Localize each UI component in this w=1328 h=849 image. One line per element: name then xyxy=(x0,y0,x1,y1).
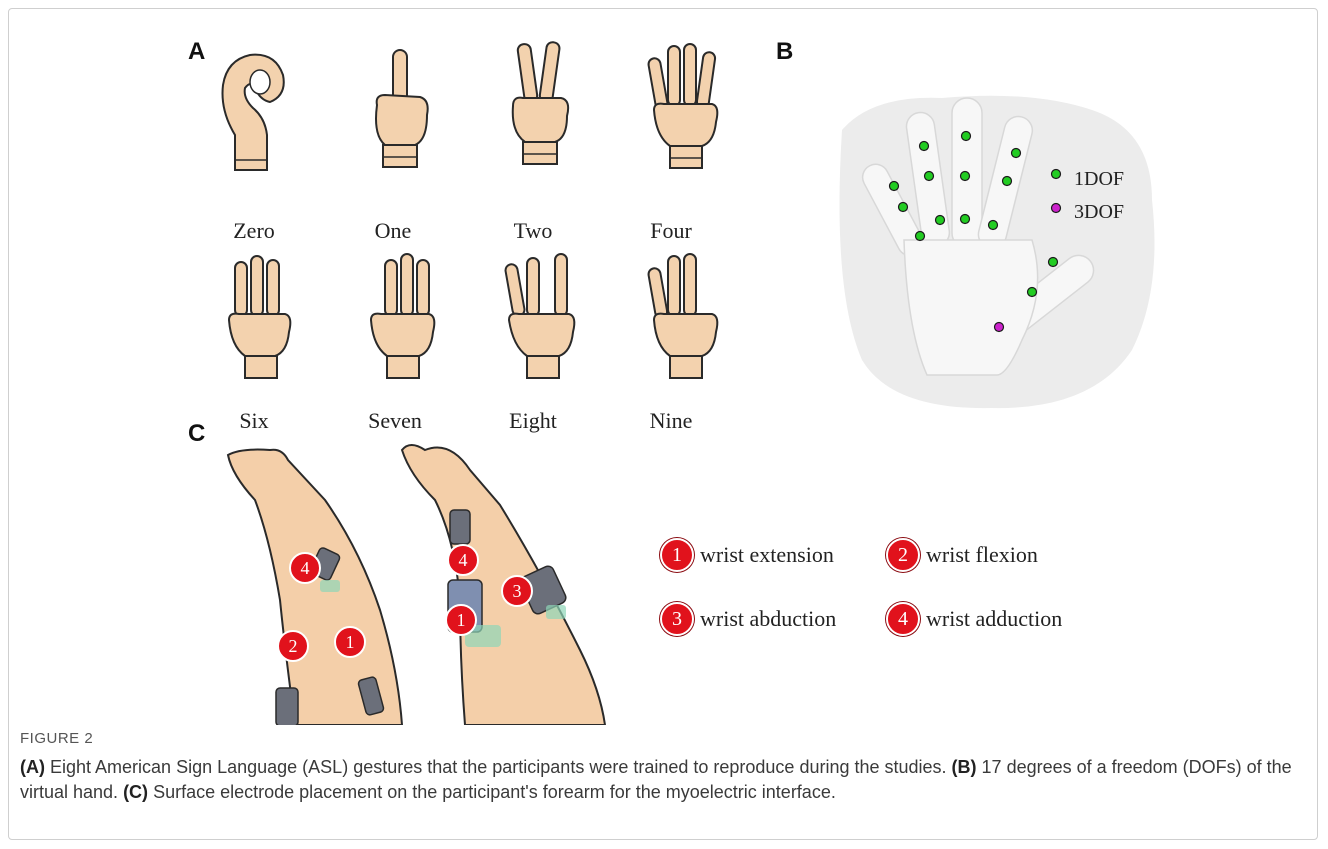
virtual-hand-model xyxy=(832,90,1162,410)
panel-letter-c: C xyxy=(188,420,205,448)
panel-letter-a: A xyxy=(188,38,205,66)
electrode-legend-2: 2 wrist flexion xyxy=(886,538,1038,572)
caption-ref-a: (A) xyxy=(20,757,45,777)
caption-text: (A) Eight American Sign Language (ASL) g… xyxy=(20,755,1310,805)
hand-eight-illustration xyxy=(495,250,585,385)
figure-image: A Zero One Two Four xyxy=(0,0,1328,710)
electrode-label-4: wrist adduction xyxy=(926,606,1062,632)
hand-zero-illustration xyxy=(205,40,295,175)
electrode-label-3: wrist abduction xyxy=(700,606,836,632)
caption-ref-c: (C) xyxy=(123,782,148,802)
svg-text:1: 1 xyxy=(457,610,466,630)
electrode-badge-1: 1 xyxy=(660,538,694,572)
electrode-badge-3: 3 xyxy=(660,602,694,636)
svg-text:4: 4 xyxy=(459,550,468,570)
svg-text:3: 3 xyxy=(513,581,522,601)
caption-ref-b: (B) xyxy=(952,757,977,777)
figure-caption: FIGURE 2 (A) Eight American Sign Languag… xyxy=(20,730,1310,805)
caption-part-a: Eight American Sign Language (ASL) gestu… xyxy=(45,757,952,777)
electrode-label-1: wrist extension xyxy=(700,542,834,568)
svg-text:2: 2 xyxy=(289,636,298,656)
gesture-label-four: Four xyxy=(611,218,731,244)
electrode-label-2: wrist flexion xyxy=(926,542,1038,568)
electrode-legend-3: 3 wrist abduction xyxy=(660,602,836,636)
legend-3dof: 3DOF xyxy=(1074,201,1124,224)
panel-letter-b: B xyxy=(776,38,793,66)
electrode-badge-4: 4 xyxy=(886,602,920,636)
gesture-label-nine: Nine xyxy=(611,408,731,434)
electrode-legend-1: 1 wrist extension xyxy=(660,538,834,572)
caption-part-c: Surface electrode placement on the parti… xyxy=(148,782,836,802)
hand-six-illustration xyxy=(215,252,305,387)
gesture-label-zero: Zero xyxy=(194,218,314,244)
hand-nine-illustration xyxy=(640,250,730,385)
hand-two-illustration xyxy=(495,38,585,173)
gesture-label-two: Two xyxy=(473,218,593,244)
svg-text:1: 1 xyxy=(346,632,355,652)
hand-seven-illustration xyxy=(355,250,445,385)
svg-text:4: 4 xyxy=(301,558,310,578)
electrode-legend-4: 4 wrist adduction xyxy=(886,602,1062,636)
electrode-badge-2: 2 xyxy=(886,538,920,572)
hand-one-illustration xyxy=(355,45,445,180)
forearm-electrode-illustration: 4 2 1 4 1 3 xyxy=(210,420,620,725)
gesture-label-one: One xyxy=(333,218,453,244)
caption-title: FIGURE 2 xyxy=(20,730,1310,747)
legend-1dof: 1DOF xyxy=(1074,168,1124,191)
hand-four-illustration xyxy=(640,40,730,175)
